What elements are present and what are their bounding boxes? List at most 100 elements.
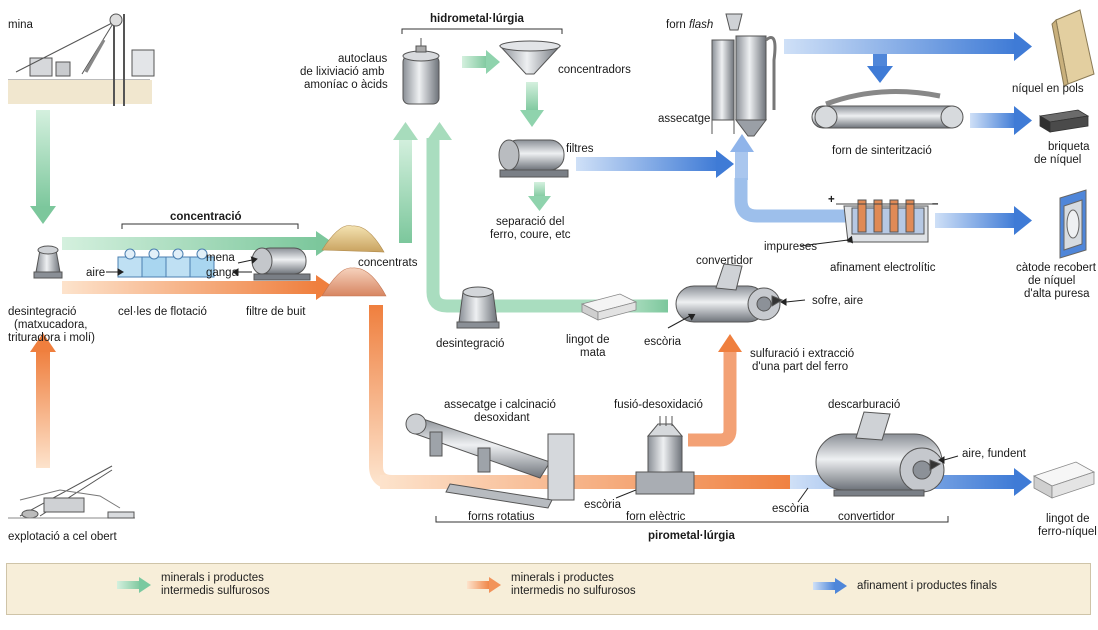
label-sulfuracio-1: sulfuració i extracció: [750, 348, 854, 360]
label-desintegracio-1c: trituradora i molí): [8, 332, 95, 344]
hidro-bracket: [401, 28, 563, 34]
legend-text-no-sulfurosos: minerals i productes intermedis no sulfu…: [511, 572, 636, 597]
legend-item-afinament: afinament i productes finals: [813, 578, 997, 594]
label-desintegracio-1: desintegració: [8, 306, 76, 318]
crusher-illustration: [33, 245, 63, 279]
label-filtres: filtres: [566, 143, 594, 155]
label-forn-electric: forn elèctric: [626, 511, 686, 523]
label-aire: aire: [86, 267, 105, 279]
label-lingot-fn-2: ferro-níquel: [1038, 526, 1097, 538]
piro-bracket: [435, 516, 949, 523]
label-escoria-1: escòria: [644, 336, 682, 348]
legend: minerals i productes intermedis sulfuros…: [6, 563, 1091, 615]
label-mena: mena: [206, 252, 235, 264]
rotary-kilns-illustration: [405, 413, 575, 509]
mine-illustration: [8, 13, 155, 106]
label-mina: mina: [8, 19, 34, 31]
label-concentrats: concentrats: [358, 257, 418, 269]
legend-orange-arrow-icon: [467, 577, 501, 593]
label-lingot-mata-2: mata: [580, 347, 606, 359]
label-concentracio: concentració: [170, 211, 242, 223]
label-desintegracio-2: desintegració: [436, 338, 504, 350]
concentrator-illustration: [498, 40, 562, 75]
converter-2-illustration: [815, 411, 945, 497]
openpit-illustration: [8, 465, 135, 519]
label-niquel-pols: níquel en pols: [1012, 83, 1084, 95]
label-fusio: fusió-desoxidació: [614, 399, 703, 411]
label-descarburacio: descarburació: [828, 399, 900, 411]
label-sofre-aire: sofre, aire: [812, 295, 863, 307]
concentracio-bracket: [121, 223, 299, 229]
label-forn-flash-a: forn: [666, 19, 689, 31]
label-afinament: afinament electrolític: [830, 262, 936, 274]
label-briqueta-2: de níquel: [1034, 154, 1081, 166]
flow-arrow-blue-to-pols: [784, 32, 1032, 61]
label-celles: cel·les de flotació: [118, 306, 207, 318]
legend-text-sulfurosos: minerals i productes intermedis sulfuros…: [161, 572, 270, 597]
vacuum-filter-illustration: [251, 247, 311, 281]
label-autoclaus-2: de lixiviació amb: [300, 66, 384, 78]
flow-arrow-blue-to-electrolitic: [734, 178, 1032, 235]
label-separacio-2: ferro, coure, etc: [490, 229, 571, 241]
flow-arrow-orange-to-convertidor: [688, 334, 742, 447]
label-assecatge-calc-1: assecatge i calcinació: [444, 399, 556, 411]
flow-arrow-mine-down: [30, 110, 56, 224]
flow-arrow-blue-to-sinter: [867, 54, 893, 83]
ferronickel-ingot-illustration: [1033, 461, 1095, 499]
label-ganga: ganga: [206, 267, 239, 279]
label-filtre-buit: filtre de buit: [246, 306, 306, 318]
label-plus: +: [828, 194, 835, 206]
autoclave-illustration: [402, 38, 440, 105]
matte-ingot-illustration: [580, 293, 638, 321]
label-forn-flash-b: flash: [689, 19, 713, 31]
nickel-cathode-illustration: [1059, 189, 1087, 259]
label-forns-rotatius: forns rotatius: [468, 511, 535, 523]
label-assecatge: assecatge: [658, 113, 710, 125]
label-forn-sinter: forn de sinterització: [832, 145, 932, 157]
electrolytic-cell-illustration: [836, 199, 936, 243]
label-lingot-fn-1: lingot de: [1046, 513, 1089, 525]
concentrate-piles-illustration: [321, 225, 387, 297]
flow-arrow-blue-to-briqueta: [970, 106, 1032, 135]
label-forn-flash: forn flash: [666, 19, 713, 31]
label-impureses: impureses: [764, 241, 817, 253]
crusher-2-illustration: [456, 286, 500, 329]
label-catode-2: de níquel: [1028, 275, 1075, 287]
legend-text-afinament: afinament i productes finals: [857, 579, 997, 592]
label-explotacio: explotació a cel obert: [8, 531, 117, 543]
label-briqueta-1: briqueta: [1048, 141, 1090, 153]
label-convertidor-2: convertidor: [838, 511, 895, 523]
flotation-cells-illustration: [117, 248, 215, 278]
flow-arrow-green-to-separacio: [528, 182, 551, 211]
flow-arrow-orange-concentration: [62, 275, 334, 300]
label-autoclaus-1: autoclaus: [338, 53, 387, 65]
label-concentradors: concentradors: [558, 64, 631, 76]
leader-arrows: [106, 235, 959, 503]
flow-arrow-green-concentration: [62, 231, 334, 256]
converter-1-illustration: [675, 263, 784, 323]
electric-furnace-illustration: [635, 416, 695, 495]
flow-arrow-blue-filtres: [576, 150, 734, 178]
flow-arrow-green-to-autoclaus: [393, 122, 418, 243]
label-piro: pirometal·lúrgia: [648, 530, 736, 542]
flow-arrow-openpit-up: [30, 333, 56, 468]
label-catode-1: càtode recobert: [1016, 262, 1097, 274]
legend-green-arrow-icon: [117, 577, 151, 593]
nickel-briquette-illustration: [1038, 109, 1090, 133]
label-escoria-2: escòria: [584, 499, 622, 511]
flow-arrow-green-to-filtres: [520, 82, 544, 127]
label-autoclaus-3: amoníac o àcids: [304, 79, 388, 91]
legend-item-no-sulfurosos: minerals i productes intermedis no sulfu…: [467, 572, 636, 598]
filters-illustration: [498, 139, 569, 178]
flow-arrow-green-to-concentradors: [462, 50, 500, 74]
flash-furnace-illustration: [711, 13, 777, 137]
label-lingot-mata-1: lingot de: [566, 334, 609, 346]
flow-arrow-blue-up-flash: [730, 134, 754, 180]
nickel-powder-bag-illustration: [1051, 9, 1095, 87]
label-hidro: hidrometal·lúrgia: [430, 13, 525, 25]
label-convertidor-1: convertidor: [696, 255, 753, 267]
label-minus: –: [932, 198, 939, 210]
label-aire-fundent: aire, fundent: [962, 448, 1027, 460]
